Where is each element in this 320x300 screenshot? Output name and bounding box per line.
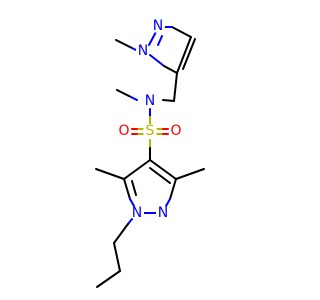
molecule-diagram: N N N S O O N N <box>95 18 205 288</box>
structure-canvas: N N N S O O N N <box>95 18 205 288</box>
atom-label-s: S <box>146 123 155 139</box>
bond <box>157 35 163 46</box>
bond <box>149 54 165 67</box>
upper-pyrazole-ring <box>148 26 196 74</box>
methyl-bond-c3 <box>175 168 205 180</box>
atom-n-lower-propyl: N <box>130 205 144 221</box>
atom-n-upper-ring: N <box>151 18 165 34</box>
methyl-bond-c5 <box>95 168 125 180</box>
atom-label-n: N <box>153 18 163 34</box>
bond <box>123 159 151 180</box>
atom-s: S <box>143 123 157 139</box>
atom-label-n: N <box>132 205 142 221</box>
propyl-bond-n <box>127 218 133 225</box>
bond <box>149 159 177 180</box>
bond <box>176 36 192 74</box>
bond <box>171 26 192 38</box>
atom-label-n: N <box>138 43 148 59</box>
atom-label-o: O <box>170 123 181 139</box>
bond <box>169 178 177 200</box>
n-methyl-bond-n <box>128 95 138 101</box>
atom-o-right: O <box>169 123 183 139</box>
bond <box>165 198 171 207</box>
bond <box>129 198 135 207</box>
bond <box>163 65 178 74</box>
ch2-linker-bond <box>173 72 178 102</box>
ch2-n-bond <box>162 99 175 102</box>
propyl-bond-2 <box>113 242 121 272</box>
bond <box>149 167 171 184</box>
bond <box>131 180 137 196</box>
atom-label-o: O <box>118 123 129 139</box>
methyl-bond-upper-pyrazole <box>115 39 133 49</box>
propyl-bond-3 <box>96 270 121 288</box>
propyl-bond-1 <box>113 223 129 244</box>
atom-n-upper-methyl: N <box>136 43 150 59</box>
atom-label-n: N <box>145 93 155 109</box>
n-methyl-bond <box>116 89 130 97</box>
atom-n-sulfonamide: N <box>143 93 157 109</box>
lower-pyrazole-ring <box>123 159 177 214</box>
bond <box>123 178 131 200</box>
atom-o-left: O <box>117 123 131 139</box>
atom-label-n: N <box>158 205 168 221</box>
atom-n-lower-ring: N <box>156 205 170 221</box>
bond <box>182 38 196 70</box>
